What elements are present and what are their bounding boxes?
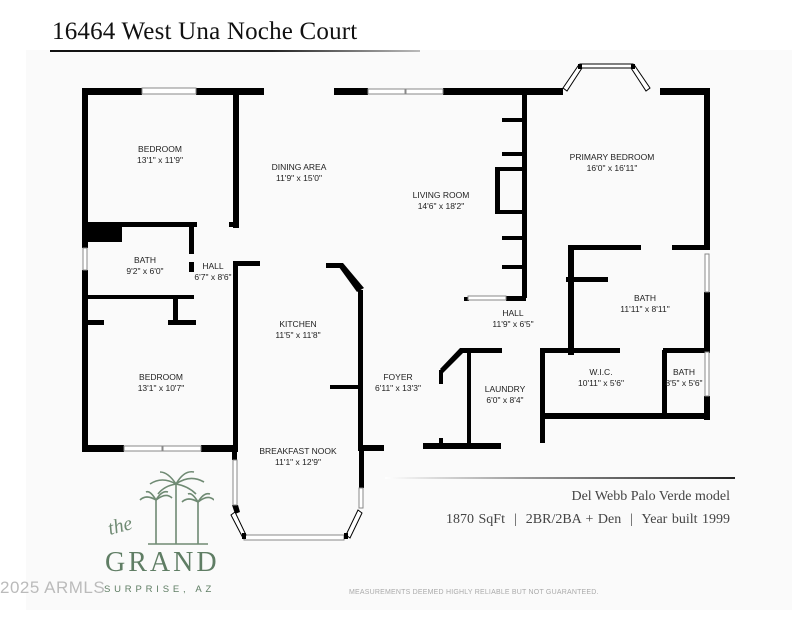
page-title: 16464 West Una Noche Court [52,18,358,45]
room-wic: W.I.C.10'11" x 5'6" [578,367,624,388]
copyright: 2025 ARMLS [0,578,106,597]
palm-trees-icon [139,470,214,545]
info-divider [385,477,735,479]
title-underline [50,50,420,52]
disclaimer: MEASUREMENTS DEEMED HIGHLY RELIABLE BUT … [349,589,599,596]
model-name: Del Webb Palo Verde model [571,489,730,504]
property-summary: 1870 SqFt | 2BR/2BA + Den | Year built 1… [446,512,730,527]
logo-location: SURPRISE, AZ [104,584,216,595]
logo-name: GRAND [105,547,220,578]
floorplan-panel [26,50,792,610]
